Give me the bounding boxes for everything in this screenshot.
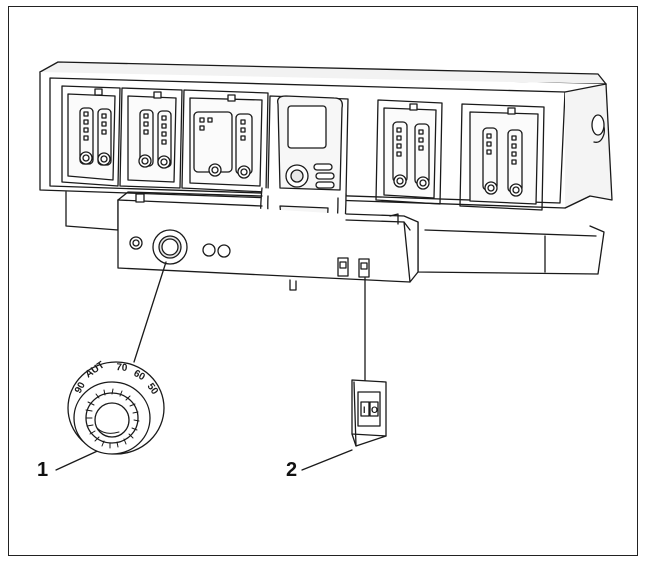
dial-scale-label: 60 xyxy=(132,368,148,383)
panel-switch-left xyxy=(337,257,349,277)
panel-switch-right xyxy=(358,258,370,278)
dial-scale-label: 90 xyxy=(73,380,88,395)
leader-line-dial xyxy=(133,261,167,363)
function-module-4 xyxy=(375,99,443,205)
main-switch-enlarged xyxy=(351,379,387,447)
switch-off-position xyxy=(369,401,379,417)
lower-front-panel xyxy=(117,191,419,291)
temperature-dial-enlarged xyxy=(67,361,165,455)
figure-frame xyxy=(8,6,638,556)
function-module-1 xyxy=(61,85,121,187)
switch-on-symbol: I xyxy=(363,405,366,415)
switch-off-symbol: O xyxy=(371,405,378,415)
dial-scale-label: 70 xyxy=(116,362,128,374)
display-window xyxy=(287,105,327,149)
callout-number-1: 1 xyxy=(37,459,49,481)
switch-on-position xyxy=(360,401,370,417)
function-module-2 xyxy=(119,87,183,189)
leader-line-callout-2 xyxy=(301,449,353,471)
callout-number-2: 2 xyxy=(286,459,298,481)
function-module-5 xyxy=(459,103,545,211)
function-module-3 xyxy=(181,89,269,193)
leader-line-callout-1 xyxy=(55,447,105,471)
